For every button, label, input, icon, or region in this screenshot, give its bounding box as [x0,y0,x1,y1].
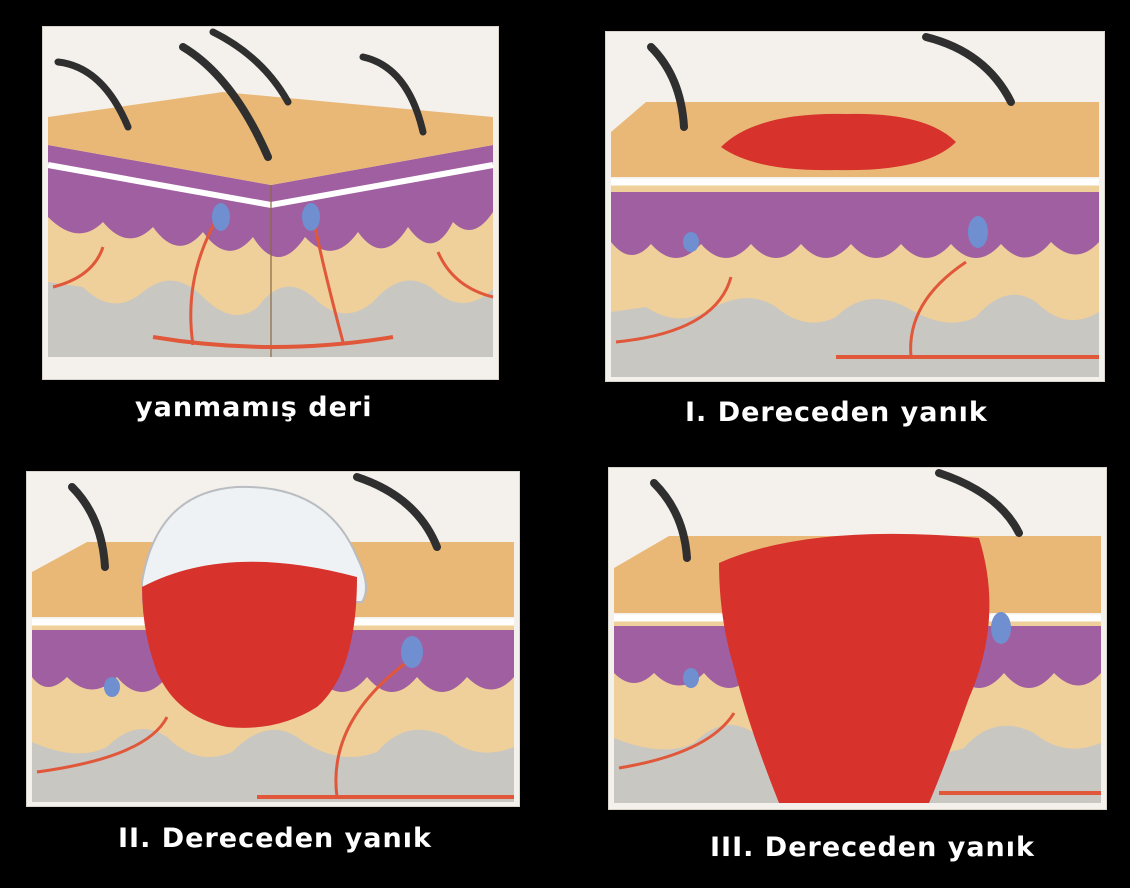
hair-icon [939,473,1019,533]
sweat-gland [683,668,699,688]
caption-third-degree-burn: III. Dereceden yanık [710,832,1035,863]
skin-cross-section [606,32,1104,381]
first-degree-burn-illustration [605,31,1105,382]
sweat-gland [104,677,120,697]
third-degree-burn-illustration [608,467,1107,810]
sweat-gland [991,612,1011,644]
skin-cross-section [43,27,498,379]
caption-first-degree-burn: I. Dereceden yanık [685,397,988,428]
hair-icon [926,37,1011,102]
papillae-layer [611,192,1099,258]
skin-cross-section [27,472,519,806]
sweat-gland [302,203,320,231]
sweat-gland [968,216,988,248]
second-degree-burn-illustration [26,471,520,807]
sweat-gland [401,636,423,668]
unburned-skin-illustration [42,26,499,380]
hair-icon [213,32,288,102]
skin-cross-section [609,468,1106,809]
caption-second-degree-burn: II. Dereceden yanık [118,823,432,854]
sweat-gland [212,203,230,231]
sweat-gland [683,232,699,252]
caption-unburned-skin: yanmamış deri [135,392,372,423]
hair-icon [357,477,437,547]
